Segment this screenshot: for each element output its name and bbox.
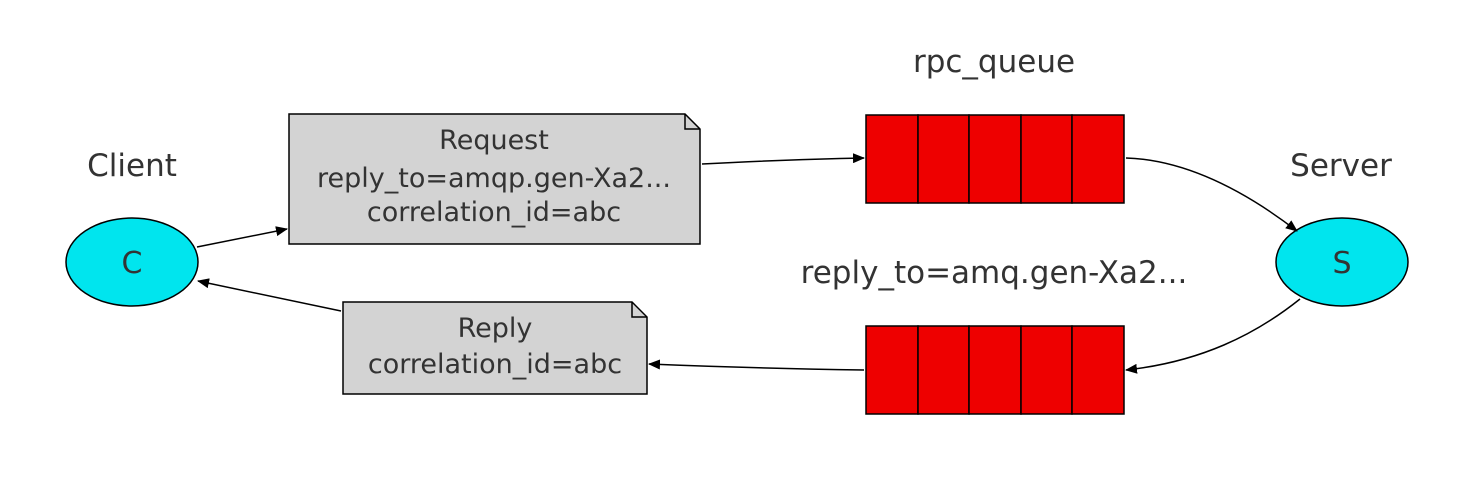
reply-message-title: Reply xyxy=(458,313,533,344)
arrow-client-to-request xyxy=(196,226,288,248)
reply-queue-slot xyxy=(1020,325,1073,415)
reply-queue xyxy=(865,325,1125,415)
server-node: S xyxy=(1275,217,1409,307)
reply-correlation-id: correlation_id=abc xyxy=(368,349,622,380)
reply-queue-slot xyxy=(968,325,1022,415)
server-label: Server xyxy=(1290,148,1392,184)
request-queue-name: rpc_queue xyxy=(913,44,1075,80)
reply-queue-slot xyxy=(1071,325,1125,415)
arrow-reply-queue-to-reply xyxy=(648,359,865,371)
arrow-request-to-queue xyxy=(701,153,865,165)
arrow-queue-to-server xyxy=(1125,157,1298,232)
request-message-title: Request xyxy=(439,125,549,156)
arrow-reply-to-client xyxy=(197,278,342,312)
arrow-server-to-reply-queue xyxy=(1125,298,1301,374)
client-node: C xyxy=(65,217,199,307)
request-queue-slot xyxy=(865,114,919,204)
reply-message: Reply correlation_id=abc xyxy=(342,301,648,395)
reply-queue-name: reply_to=amq.gen-Xa2... xyxy=(801,255,1188,291)
client-node-text: C xyxy=(122,246,143,281)
request-correlation-id: correlation_id=abc xyxy=(367,197,621,228)
client-label: Client xyxy=(87,148,177,184)
request-queue-slot xyxy=(1020,114,1073,204)
request-queue-slot xyxy=(1071,114,1125,204)
server-node-text: S xyxy=(1332,246,1351,281)
request-queue xyxy=(865,114,1125,204)
request-reply-to: reply_to=amqp.gen-Xa2... xyxy=(317,163,671,194)
request-queue-slot xyxy=(917,114,970,204)
reply-queue-slot xyxy=(865,325,919,415)
request-queue-slot xyxy=(968,114,1022,204)
request-message: Request reply_to=amqp.gen-Xa2... correla… xyxy=(288,113,701,245)
reply-queue-slot xyxy=(917,325,970,415)
